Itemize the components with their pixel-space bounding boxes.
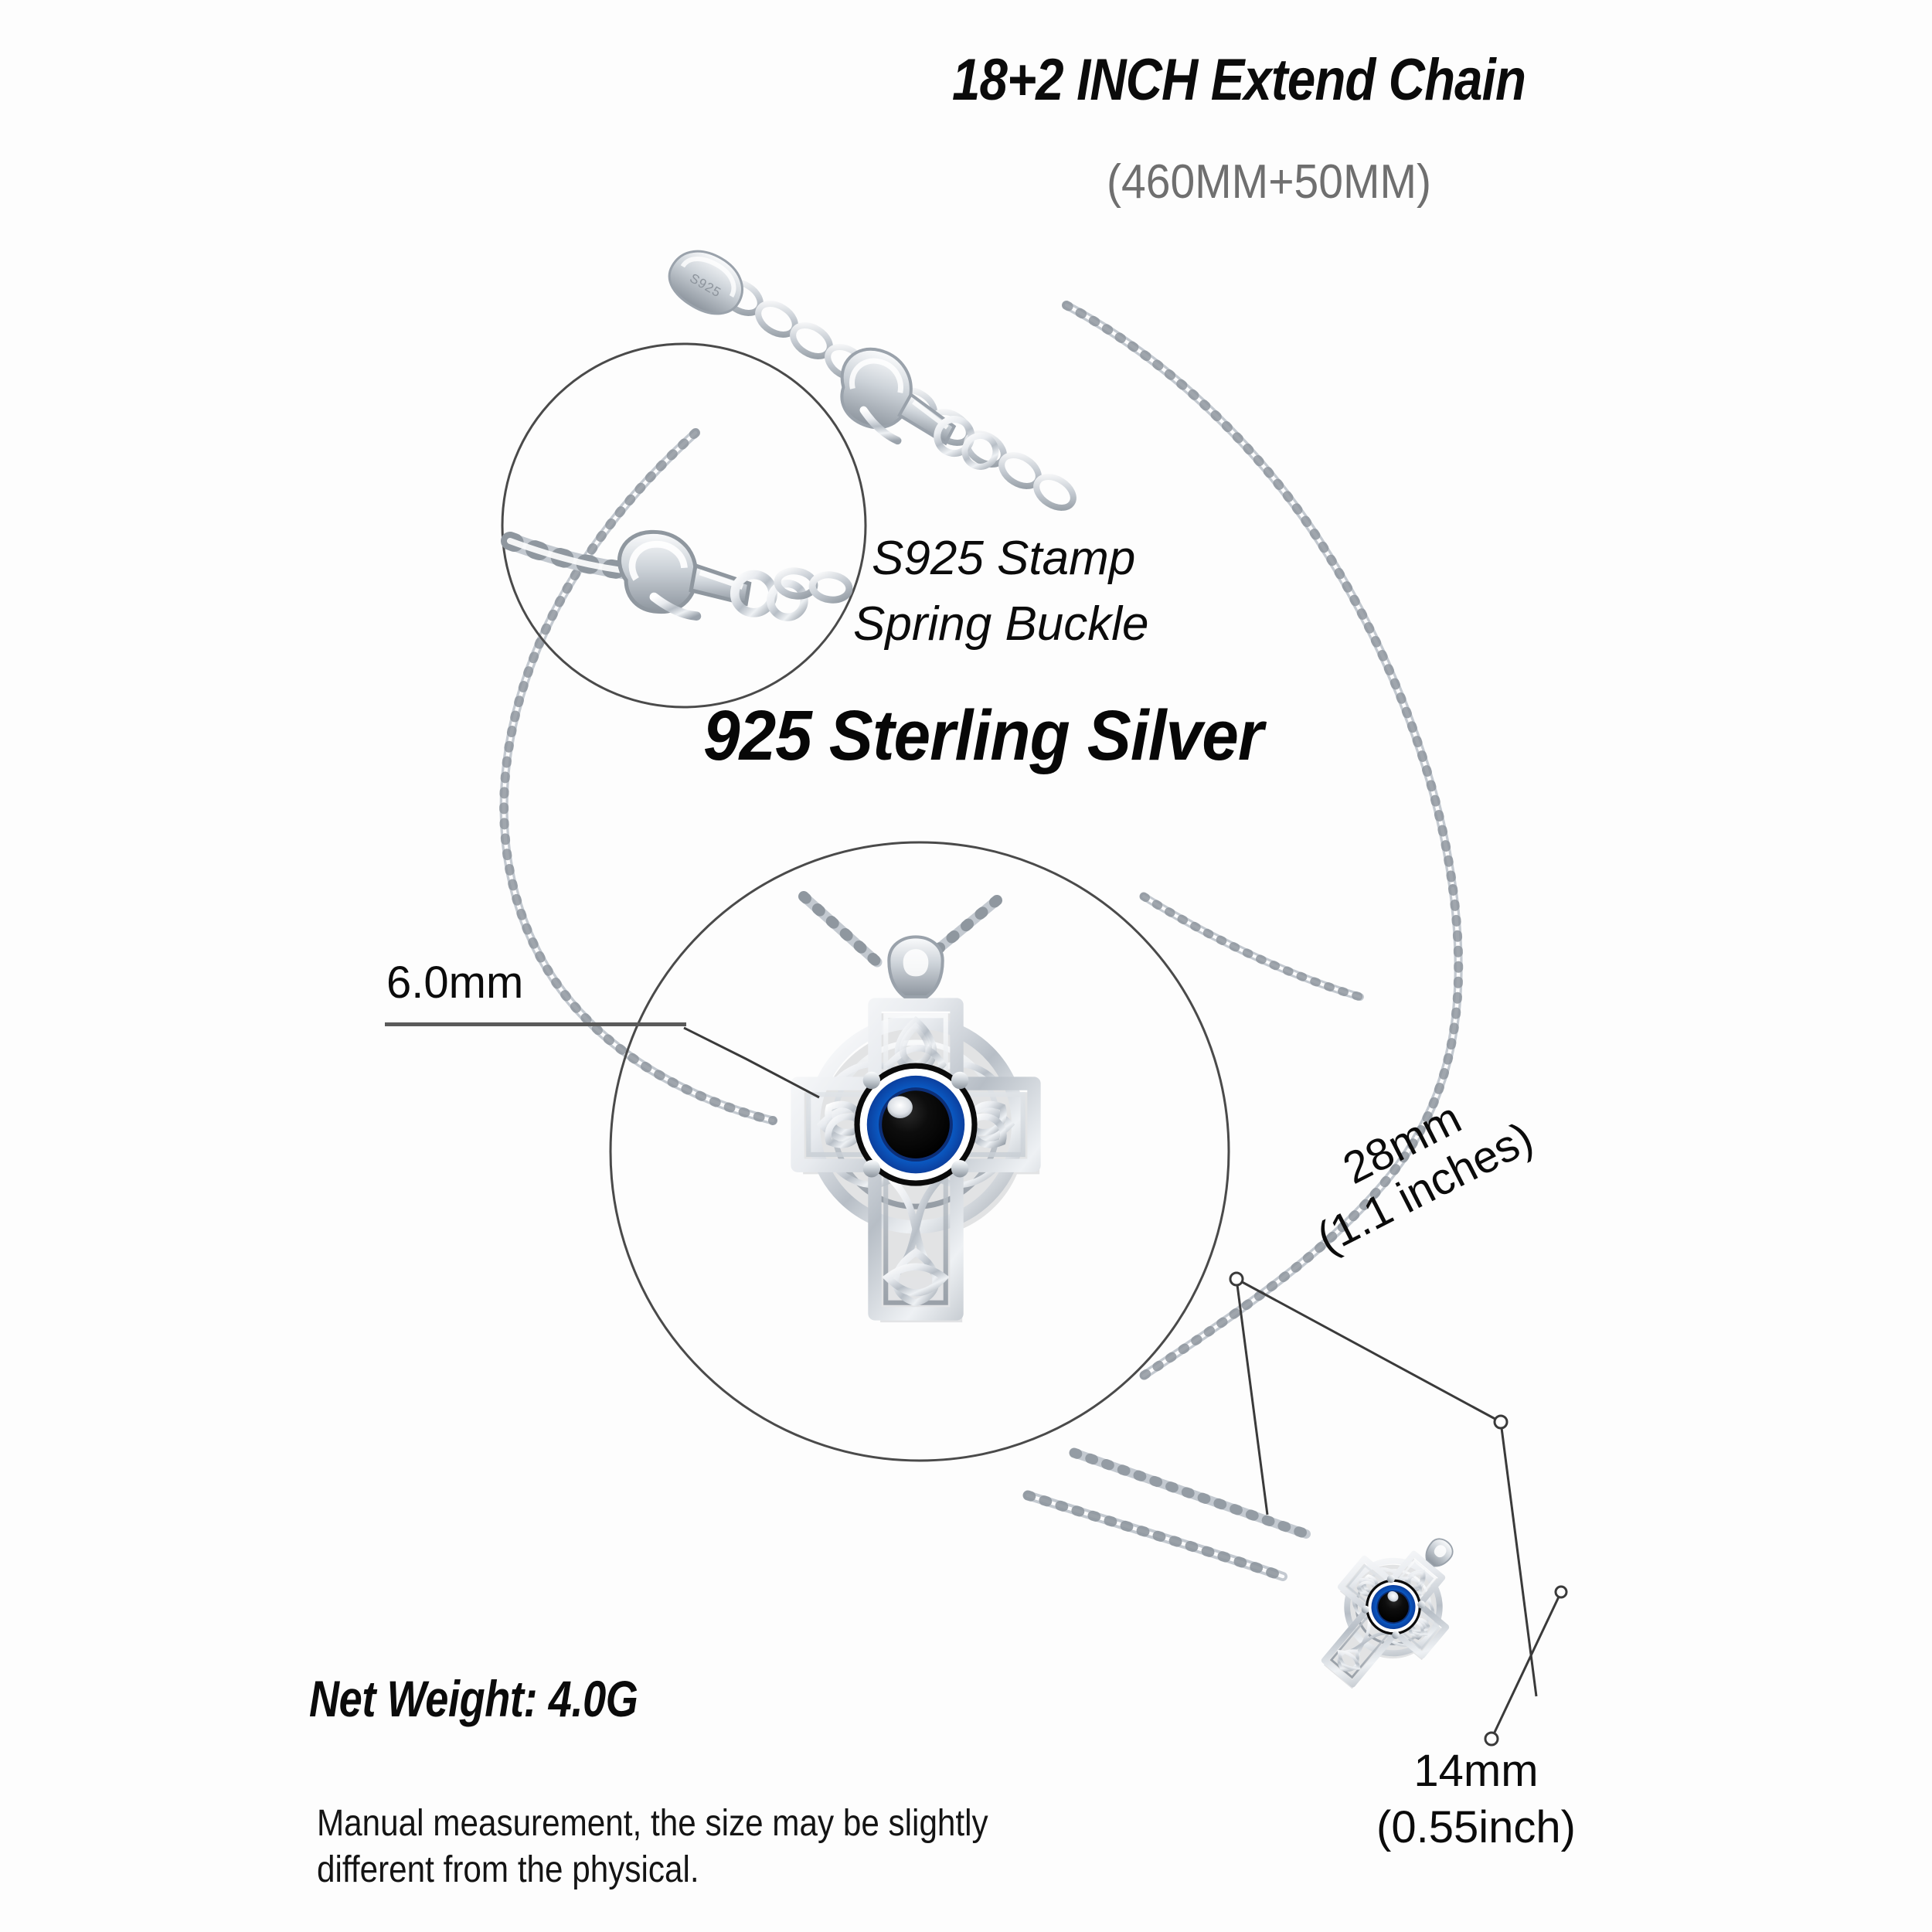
disclaimer-line-2: different from the physical.: [317, 1849, 699, 1891]
clasp-callout-line2: Spring Buckle: [853, 597, 1149, 651]
clasp-callout-line1: S925 Stamp: [872, 532, 1136, 585]
chain-width-label: 6.0mm: [386, 957, 524, 1008]
chain-width-leader-rule: [385, 1022, 686, 1026]
pendant-width-inches: (0.55inch): [1376, 1802, 1576, 1852]
pendant-width-dimension: 14mm (0.55inch): [1314, 1745, 1638, 1853]
magnifier-circle-clasp: [501, 342, 867, 709]
lobster-clasp-icon: [840, 347, 999, 470]
pendant-magnified: [798, 937, 1039, 1322]
page-subtitle: (460MM+50MM): [1107, 155, 1431, 209]
necklace-chain: [499, 301, 1464, 1582]
extender-chain: S925: [668, 250, 1079, 514]
net-weight-label: Net Weight: 4.0G: [309, 1670, 638, 1727]
pendant-height-dimension: 28mm (1.1 inches): [1287, 1068, 1541, 1264]
disclaimer-line-1: Manual measurement, the size may be slig…: [317, 1803, 988, 1844]
pendant-small: [1295, 1508, 1491, 1711]
pendant-width-mm: 14mm: [1413, 1746, 1539, 1796]
svg-text:S925: S925: [687, 270, 723, 300]
chain-width-dimension: 6.0mm: [386, 957, 523, 1009]
dimension-endpoints: [1229, 1271, 1568, 1747]
magnifier-circle-pendant: [609, 841, 1230, 1462]
material-callout: 925 Sterling Silver: [703, 696, 1264, 775]
page-title: 18+2 INCH Extend Chain: [952, 47, 1526, 113]
s925-stamp-tag-icon: S925: [668, 250, 743, 315]
measurement-disclaimer: Manual measurement, the size may be slig…: [317, 1801, 1038, 1894]
